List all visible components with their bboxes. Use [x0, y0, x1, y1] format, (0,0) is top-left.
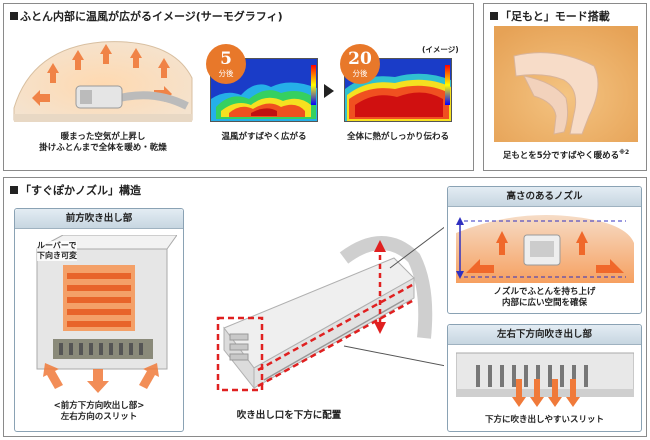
side-outlet-illustration [456, 352, 634, 407]
image-note: (イメージ) [422, 45, 459, 54]
front-outlet-title: 前方吹き出し部 [15, 209, 183, 229]
side-outlet-caption: 下方に吹き出しやすいスリット [485, 415, 604, 425]
thermography-caption-right: 全体に熱がしっかり伝わる [346, 132, 449, 142]
square-bullet-icon [10, 12, 18, 20]
legs-illustration [494, 26, 638, 142]
nozzle-illustration [216, 226, 444, 392]
badge-5min: 5 分後 [206, 44, 246, 84]
foot-mode-title: 「足もと」モード搭載 [490, 8, 610, 24]
side-outlet-box: 左右下方向吹き出し部 下方に吹き出しやすいスリット [447, 324, 642, 432]
nozzle-structure-panel: 「すぐぽかノズル」構造 前方吹き出し部 [3, 177, 647, 437]
triangle-right-icon [324, 84, 334, 98]
square-bullet-icon [10, 186, 18, 194]
thermography-title: ふとん内部に温風が広がるイメージ(サーモグラフィ) [10, 8, 283, 24]
front-outlet-box: 前方吹き出し部 [14, 208, 184, 432]
thermography-caption-left: 暖まった空気が上昇し 掛けふとんまで全体を暖め・乾燥 [39, 132, 167, 153]
tall-nozzle-title: 高さのあるノズル [448, 187, 641, 207]
tall-nozzle-illustration [456, 215, 634, 283]
louver-label: ルーバーで 下向き可変 [37, 241, 77, 261]
front-outlet-illustration [36, 235, 177, 393]
thermography-caption-mid: 温風がすばやく広がる [221, 132, 307, 142]
futon-illustration [13, 41, 193, 122]
foot-mode-panel: 「足もと」モード搭載 足もとを5分ですばやく暖める※2 [483, 3, 647, 171]
badge-20min: 20 分後 [340, 44, 380, 84]
square-bullet-icon [490, 12, 498, 20]
tall-nozzle-box: 高さのあるノズル ノズルでふとんを持ち上げ 内部 [447, 186, 642, 314]
outlet-placement-caption: 吹き出し口を下方に配置 [236, 410, 342, 421]
side-outlet-title: 左右下方向吹き出し部 [448, 325, 641, 345]
thermography-panel: ふとん内部に温風が広がるイメージ(サーモグラフィ) 暖まった空気が上昇し 掛けふ [3, 3, 474, 171]
nozzle-structure-title: 「すぐぽかノズル」構造 [10, 182, 141, 198]
front-outlet-caption: <前方下方向吹出し部> 左右方向のスリット [53, 401, 145, 422]
tall-nozzle-caption: ノズルでふとんを持ち上げ 内部に広い空間を確保 [493, 287, 596, 308]
foot-mode-caption: 足もとを5分ですばやく暖める※2 [502, 149, 630, 161]
